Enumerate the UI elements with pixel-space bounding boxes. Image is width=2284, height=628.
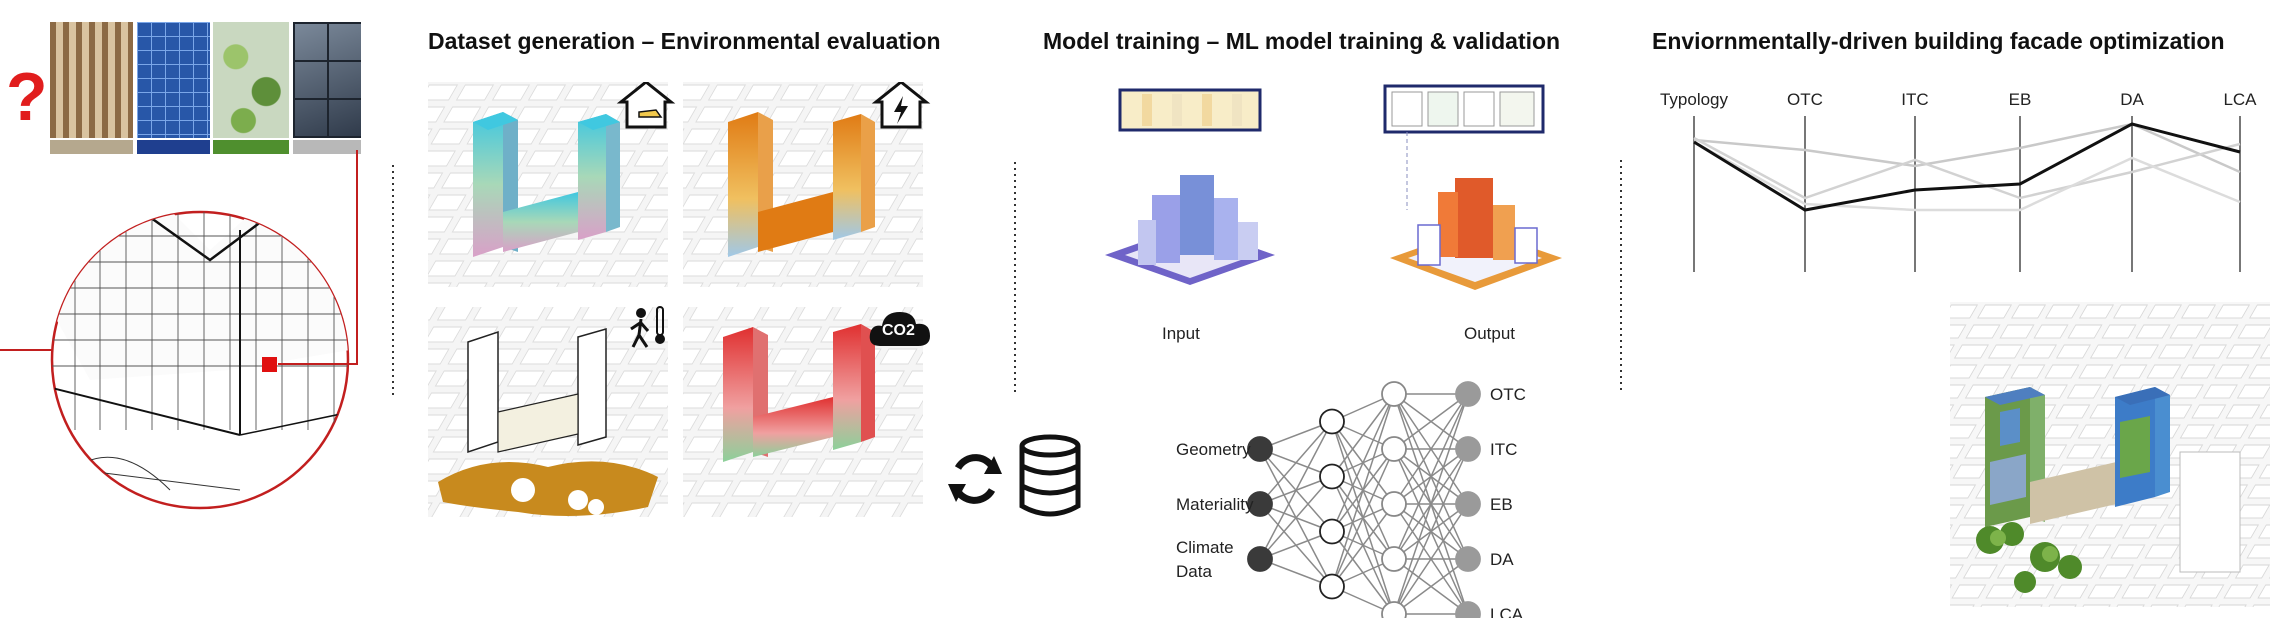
person-thermometer-icon	[630, 306, 665, 348]
network-edge	[1259, 421, 1333, 505]
divider-1	[392, 165, 394, 395]
network-edge	[1331, 448, 1395, 587]
facade-swatch-glass-bar	[293, 140, 361, 154]
output-node	[1455, 491, 1481, 517]
u-building-energy	[473, 112, 620, 257]
input-label: Input	[1162, 324, 1200, 343]
trees	[1976, 522, 2082, 593]
axis-label: EB	[2009, 90, 2032, 109]
network-edge	[1393, 393, 1469, 615]
hidden-node	[1319, 463, 1345, 490]
axis-label: ITC	[1901, 90, 1928, 109]
network-edge	[1393, 393, 1469, 505]
divider-3	[1620, 160, 1622, 392]
input-node	[1247, 491, 1273, 517]
output-label: ITC	[1490, 440, 1517, 459]
hidden-node	[1319, 408, 1345, 435]
input-node	[1247, 546, 1273, 572]
section-title-training: Model training – ML model training & val…	[1043, 28, 1561, 54]
facade-swatch-glass	[293, 22, 361, 138]
dataset-panels	[428, 82, 931, 517]
hidden-node	[1381, 601, 1407, 618]
network-edge	[1259, 421, 1333, 560]
house-energy-icon	[616, 82, 676, 129]
question-mark: ?	[6, 59, 48, 135]
database-icon	[1019, 434, 1081, 517]
section-title-dataset: Dataset generation – Environmental evalu…	[428, 28, 941, 54]
axis-label: Typology	[1660, 90, 1729, 109]
facade-swatch-solar	[137, 22, 210, 138]
axis-label: DA	[2120, 90, 2144, 109]
network-nodes	[1247, 381, 1481, 618]
facade-swatch-green-bar	[213, 140, 289, 154]
output-node	[1455, 601, 1481, 618]
facade-swatch-wood-bar	[50, 140, 133, 154]
network-edge	[1393, 558, 1469, 615]
input-label: Geometry	[1176, 440, 1251, 459]
co2-cloud-icon: CO2	[868, 306, 932, 352]
facade-swatch-wood	[50, 22, 133, 138]
network-edge	[1331, 393, 1395, 532]
network-edges	[1259, 393, 1469, 615]
section-title-optimization: Enviornmentally-driven building facade o…	[1652, 28, 2225, 54]
network-edge	[1331, 503, 1395, 587]
hidden-node	[1319, 518, 1345, 545]
facade-swatch-green	[213, 22, 289, 138]
magnified-facade-grid	[0, 150, 358, 510]
output-label: LCA	[1490, 605, 1524, 618]
output-node	[1455, 546, 1481, 572]
optimized-building	[1950, 302, 2270, 607]
hidden-node	[1381, 491, 1407, 517]
u-building-comfort	[438, 328, 658, 516]
u-building-power	[728, 112, 875, 257]
network-edge	[1259, 476, 1333, 560]
output-label: EB	[1490, 495, 1513, 514]
input-label: Climate	[1176, 538, 1234, 557]
input-label: Data	[1176, 562, 1212, 581]
house-lightning-icon	[871, 82, 931, 129]
co2-label: CO2	[882, 322, 915, 339]
output-node	[1455, 436, 1481, 462]
parallel-coordinates: Typology OTC ITC EB DA LCA	[1660, 90, 2257, 272]
network-edge	[1331, 393, 1395, 587]
network-edge	[1393, 393, 1469, 450]
output-label: OTC	[1490, 385, 1526, 404]
output-label: Output	[1464, 324, 1516, 343]
hidden-node	[1319, 573, 1345, 600]
hidden-node	[1381, 436, 1407, 462]
u-building-co2	[723, 324, 875, 462]
hidden-node	[1381, 381, 1407, 407]
parallel-axes: Typology OTC ITC EB DA LCA	[1660, 90, 2257, 272]
training-images	[1105, 84, 1562, 290]
facade-swatch-solar-bar	[137, 140, 210, 154]
divider-2	[1014, 162, 1016, 392]
axis-label: LCA	[2223, 90, 2257, 109]
output-label: DA	[1490, 550, 1514, 569]
co2-cloud-shape	[869, 312, 930, 346]
network-edge	[1393, 393, 1469, 560]
axis-label: OTC	[1787, 90, 1823, 109]
network-edge	[1393, 503, 1469, 615]
input-label: Materiality	[1176, 495, 1254, 514]
network-edge	[1331, 393, 1395, 477]
refresh-icon	[948, 454, 1002, 504]
output-node	[1455, 381, 1481, 407]
input-node	[1247, 436, 1273, 462]
network-edge	[1393, 448, 1469, 615]
hidden-node	[1381, 546, 1407, 572]
parallel-lines	[1693, 122, 2241, 212]
